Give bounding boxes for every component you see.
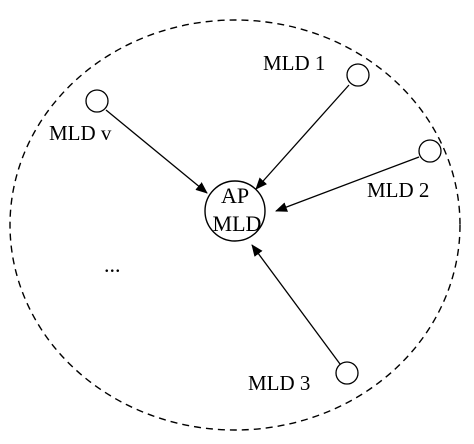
ap-label-line2: MLD xyxy=(213,211,262,236)
arrow-mld-3-to-ap xyxy=(251,244,341,365)
mld-3-node: MLD 3 xyxy=(248,361,359,395)
mld-2-circle xyxy=(418,139,442,163)
mld-1-circle xyxy=(346,63,370,87)
arrow-mld-1-to-ap xyxy=(255,84,350,190)
arrow-mld-2-to-ap xyxy=(275,156,420,212)
mld-v-circle xyxy=(85,89,109,113)
arrow-mld-v-to-ap xyxy=(105,109,208,194)
ap-mld-circle xyxy=(204,180,266,242)
more-nodes-ellipsis: ... xyxy=(104,252,121,277)
coverage-boundary xyxy=(9,19,461,431)
mld-1-node: MLD 1 xyxy=(263,51,370,87)
mld-2-node: MLD 2 xyxy=(367,139,442,202)
ap-mld-node: AP MLD xyxy=(204,180,266,242)
mld-v-node: MLD v xyxy=(49,89,112,145)
ap-label-line1: AP xyxy=(221,183,249,208)
mld-2-label: MLD 2 xyxy=(367,178,429,202)
mld-3-label: MLD 3 xyxy=(248,371,310,395)
mld-3-circle xyxy=(335,361,359,385)
mld-v-label: MLD v xyxy=(49,121,112,145)
mld-1-label: MLD 1 xyxy=(263,51,325,75)
